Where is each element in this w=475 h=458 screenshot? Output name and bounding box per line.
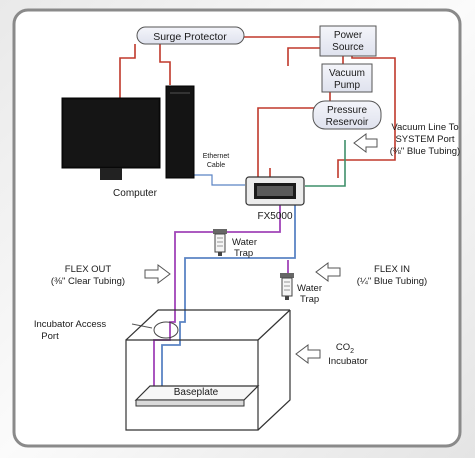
flex-in-label-2: (¼" Blue Tubing) — [357, 276, 427, 287]
co2-incubator — [125, 309, 291, 431]
co2-label: CO2 — [336, 342, 354, 355]
fx5000-label: FX5000 — [257, 211, 292, 222]
computer — [61, 85, 195, 180]
flex-in-tubing — [161, 205, 296, 388]
flex-out-label-1: FLEX OUT — [65, 264, 112, 275]
flex-out-arrow — [144, 264, 171, 284]
ethernet-cable-label-2: Cable — [207, 162, 225, 169]
water-trap-upper — [213, 229, 227, 256]
surge-protector — [136, 26, 245, 45]
power-source-label-1: Power — [334, 30, 363, 41]
baseplate-label: Baseplate — [174, 387, 219, 398]
flex-in-label-1: FLEX IN — [374, 264, 410, 275]
vacuum-pump-label-1: Vacuum — [329, 68, 365, 79]
co2-incubator-arrow — [295, 344, 321, 364]
ethernet-cable-label-1: Ethernet — [203, 153, 230, 160]
pressure-reservoir-label-2: Reservoir — [326, 117, 369, 128]
frame — [12, 8, 462, 448]
surge-protector-label: Surge Protector — [153, 31, 227, 43]
access-port — [153, 321, 179, 339]
vacuum-line-label-3: (⅜" Blue Tubing) — [390, 146, 460, 157]
flex-in-arrow — [315, 262, 341, 282]
access-port-pointer — [131, 323, 153, 329]
fx5000-unit — [245, 176, 305, 206]
flex-out-label-2: (⅜" Clear Tubing) — [51, 276, 125, 287]
vacuum-line-label-1: Vacuum Line To — [391, 122, 458, 133]
power-source-box — [319, 25, 377, 57]
water-trap-lower-label-2: Trap — [300, 294, 319, 305]
water-trap-upper-label-1: Water — [232, 237, 257, 248]
access-port-label-2: Port — [41, 331, 59, 342]
access-port-label-1: Incubator Access — [34, 319, 107, 330]
vacuum-pump-label-2: Pump — [334, 80, 361, 91]
vacuum-line-arrow — [353, 133, 378, 153]
vacuum-line-label-2: SYSTEM Port — [395, 134, 454, 145]
water-trap-lower-label-1: Water — [297, 283, 322, 294]
co2-label-main: CO — [336, 342, 350, 353]
co2-incubator-label: Incubator — [328, 356, 368, 367]
vacuum-line — [305, 140, 346, 187]
baseplate — [134, 385, 260, 407]
co2-label-sub: 2 — [350, 348, 354, 355]
water-trap-lower — [280, 273, 294, 300]
computer-label: Computer — [113, 188, 158, 199]
water-trap-upper-label-2: Trap — [234, 248, 253, 259]
pressure-reservoir-label-1: Pressure — [327, 105, 367, 116]
pressure-reservoir — [312, 100, 382, 130]
vacuum-pump-box — [321, 63, 373, 93]
power-source-label-2: Source — [332, 42, 364, 53]
power-cables — [119, 36, 396, 178]
